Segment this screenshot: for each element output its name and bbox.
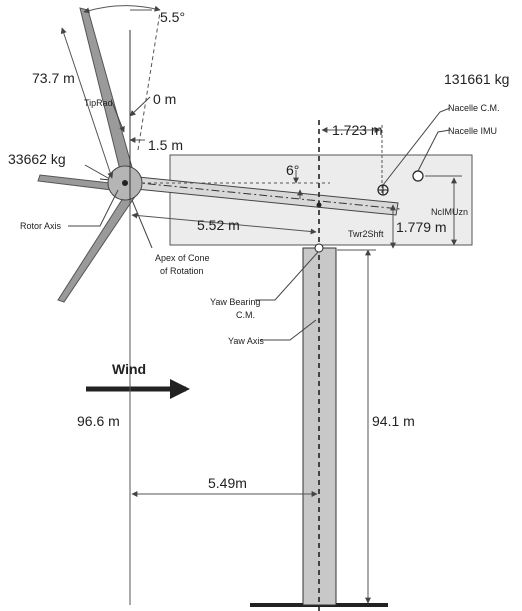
apex-label-line2: of Rotation (160, 266, 204, 276)
zero-m-leader (129, 96, 151, 117)
overhang-label: 5.49m (208, 475, 247, 491)
nacelle-cm-label: Nacelle C.M. (448, 103, 500, 113)
rotor-mass-label: 33662 kg (8, 151, 66, 167)
rotor-axis-leader (68, 189, 119, 227)
rotor-axis-line (99, 178, 401, 210)
overhang-small-label: 1.5 m (148, 137, 183, 153)
twr2shft-value-label: 1.779 m (396, 219, 447, 235)
zero-m-label: 0 m (153, 91, 176, 107)
yaw-bearing-marker (314, 243, 324, 253)
apex-label-line1: Apex of Cone (155, 253, 210, 263)
cone-angle-arc (83, 5, 161, 14)
blade-down (57, 191, 140, 303)
tip-radius-dim (60, 27, 114, 179)
yaw-axis-label: Yaw Axis (228, 336, 264, 346)
tower-height-label: 94.1 m (372, 413, 415, 429)
hub-height-label: 96.6 m (77, 413, 120, 429)
rotor-axis-label: Rotor Axis (20, 221, 62, 231)
shaft-length-label: 5.52 m (197, 217, 240, 233)
cone-angle-label: 5.5° (160, 9, 185, 25)
tilt-label: 6° (286, 162, 299, 178)
blade-up (79, 7, 136, 179)
nacelle-imu-leader (417, 129, 451, 172)
yaw-bearing-label-line1: Yaw Bearing (210, 297, 260, 307)
nacelle-imu-marker (412, 170, 424, 182)
apex-leader (131, 199, 153, 249)
tiprad-leader (111, 101, 125, 133)
nacelle-mass-label: 131661 kg (444, 71, 509, 87)
twr2shft-label: Twr2Shft (348, 229, 384, 239)
yaw-bearing-label-line2: C.M. (236, 310, 255, 320)
tiprad-label: TipRad (84, 98, 113, 108)
nacelle-cm-leader (382, 107, 451, 186)
nacelle-offset-label: 1.723 m (332, 122, 383, 138)
cone-ref-line (137, 11, 161, 151)
yaw-bearing-leader (255, 251, 319, 301)
tip-radius-label: 73.7 m (32, 70, 75, 86)
blade-left (37, 174, 113, 191)
ncimuzn-label: NcIMUzn (431, 207, 468, 217)
nacelle-imu-label: Nacelle IMU (448, 126, 497, 136)
shaft-yaw-intersection (316, 202, 322, 208)
rotor-mass-leader (84, 164, 109, 179)
wind-label: Wind (112, 361, 146, 377)
shaft-length-dim (131, 212, 317, 235)
hub-center (122, 180, 128, 186)
yaw-axis-leader (260, 319, 317, 341)
